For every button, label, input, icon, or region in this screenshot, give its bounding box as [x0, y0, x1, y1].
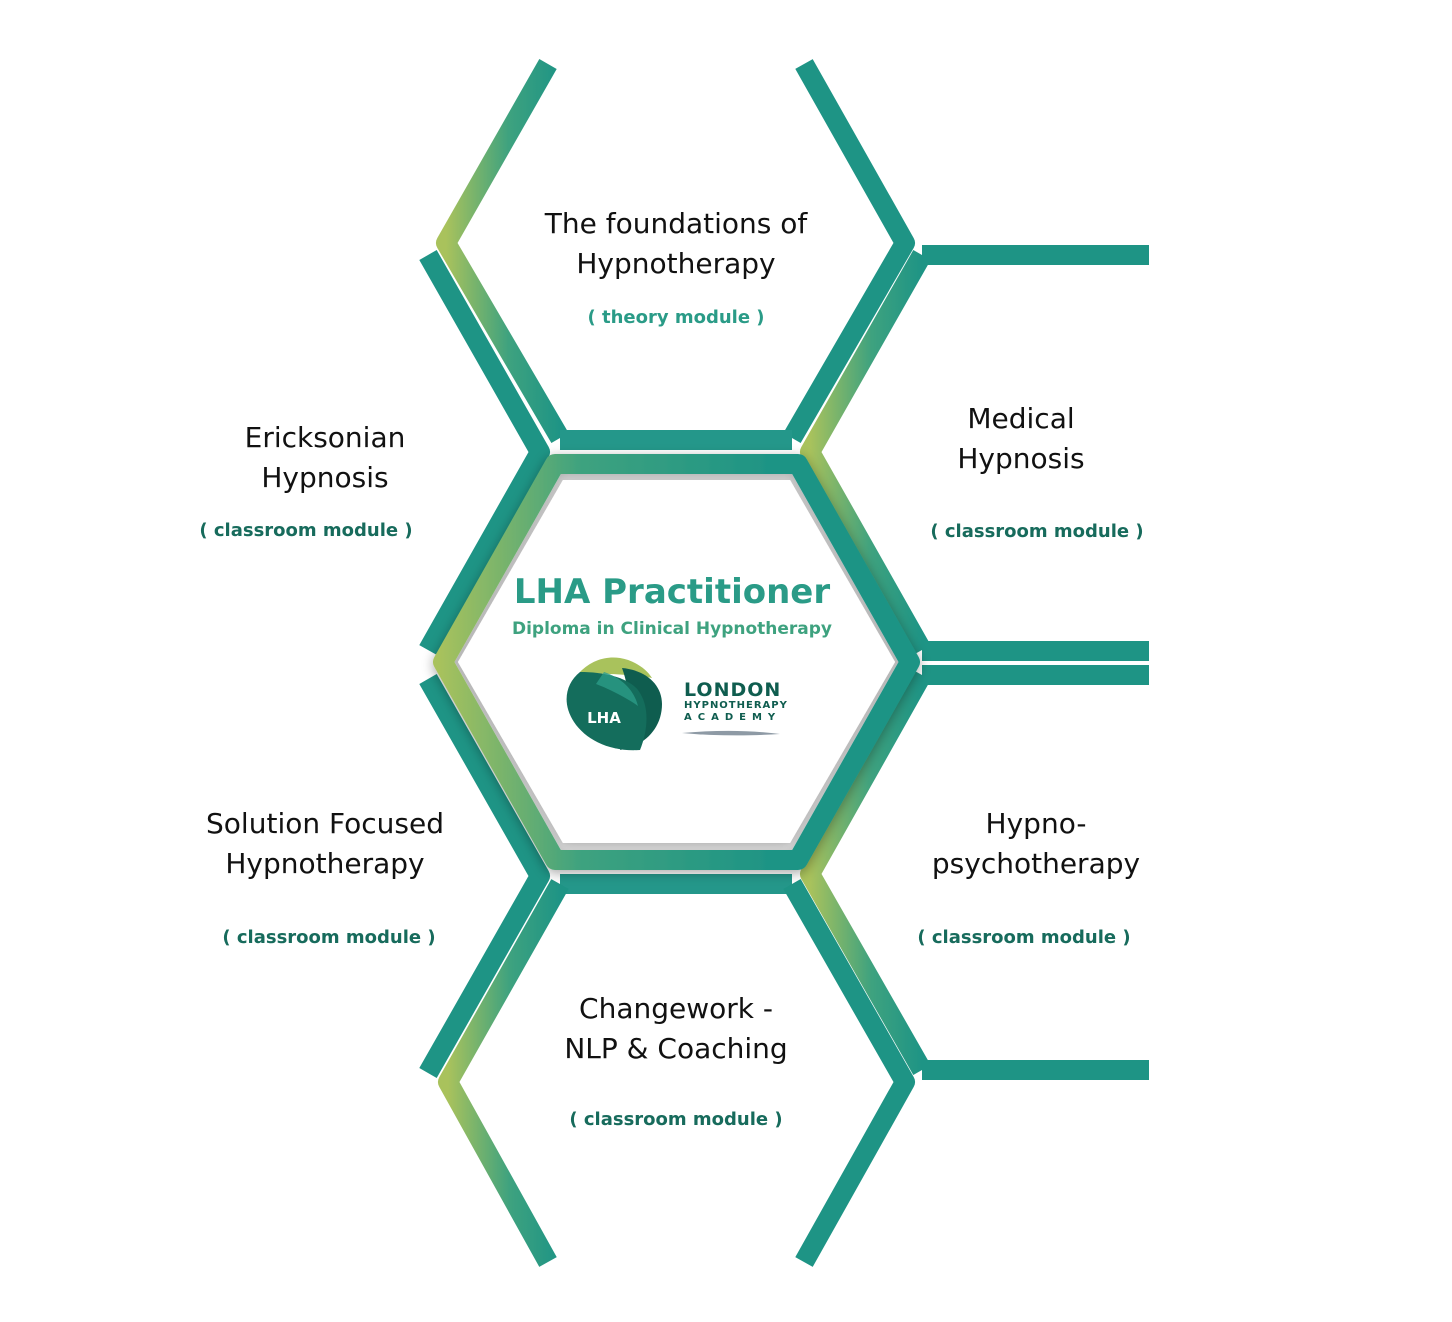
hex-ll-right-edge — [419, 674, 550, 1078]
hexagon-bottom — [438, 874, 915, 1267]
module-ur-title-2: Hypnosis — [957, 442, 1085, 475]
module-top-title-1: The foundations of — [544, 207, 808, 240]
hex-bottom-right-edge — [783, 879, 915, 1267]
module-ur-subtitle: ( classroom module ) — [930, 521, 1144, 542]
hex-ur-left-edge — [800, 250, 931, 655]
hexagon-upper-right — [800, 245, 1149, 661]
brand-line-hypnotherapy: HYPNOTHERAPY — [684, 700, 788, 711]
module-lower-left: Solution Focused Hypnotherapy ( classroo… — [175, 804, 475, 948]
brand-line-london: LONDON — [684, 679, 782, 701]
hexagon-lower-right — [800, 665, 1149, 1080]
module-ul-title-1: Ericksonian — [244, 421, 406, 454]
diploma-title: LHA Practitioner — [513, 572, 831, 612]
module-ll-title-2: Hypnotherapy — [225, 847, 425, 880]
brand-swoosh — [682, 730, 780, 736]
module-ul-title-2: Hypnosis — [261, 461, 389, 494]
hex-lr-left-edge — [800, 670, 931, 1075]
hexagon-upper-left — [202, 245, 550, 661]
hexagon-lower-left — [202, 669, 550, 1083]
hex-center-fill — [458, 480, 895, 843]
hex-top-right-edge — [783, 59, 915, 444]
module-ul-subtitle: ( classroom module ) — [199, 520, 413, 541]
logo-leaf-highlight — [596, 672, 638, 706]
module-top-subtitle: ( theory module ) — [587, 307, 765, 328]
hex-top-left-edge — [436, 59, 569, 444]
hex-ul-right-edge — [419, 250, 550, 655]
lha-logo-mark: LHA — [566, 657, 662, 751]
module-lower-right: Hypno- psychotherapy ( classroom module … — [886, 804, 1186, 948]
module-upper-right: Medical Hypnosis ( classroom module ) — [871, 399, 1171, 542]
module-lr-title-2: psychotherapy — [931, 847, 1141, 880]
logo-initials: LHA — [587, 709, 621, 727]
hexagon-top — [436, 59, 915, 450]
module-bottom-title-2: NLP & Coaching — [564, 1032, 788, 1065]
module-top: The foundations of Hypnotherapy ( theory… — [476, 204, 876, 328]
module-bottom-subtitle: ( classroom module ) — [569, 1109, 783, 1130]
diploma-subtitle: Diploma in Clinical Hypnotherapy — [511, 619, 833, 639]
module-ll-subtitle: ( classroom module ) — [222, 927, 436, 948]
brand-line-academy: ACADEMY — [684, 712, 782, 723]
hex-center-border — [433, 454, 920, 870]
brand-wordmark: LONDON HYPNOTHERAPY ACADEMY — [684, 680, 788, 724]
hex-bottom-left-edge — [438, 879, 569, 1267]
module-ll-title-1: Solution Focused — [206, 807, 444, 840]
module-upper-left: Ericksonian Hypnosis ( classroom module … — [175, 418, 475, 541]
module-ur-title-1: Medical — [967, 402, 1075, 435]
module-bottom: Changework - NLP & Coaching ( classroom … — [476, 989, 876, 1130]
module-lr-title-1: Hypno- — [985, 807, 1087, 840]
hexagon-center — [433, 454, 920, 870]
module-lr-subtitle: ( classroom module ) — [917, 927, 1131, 948]
module-bottom-title-1: Changework - — [579, 992, 773, 1025]
module-top-title-2: Hypnotherapy — [576, 247, 776, 280]
